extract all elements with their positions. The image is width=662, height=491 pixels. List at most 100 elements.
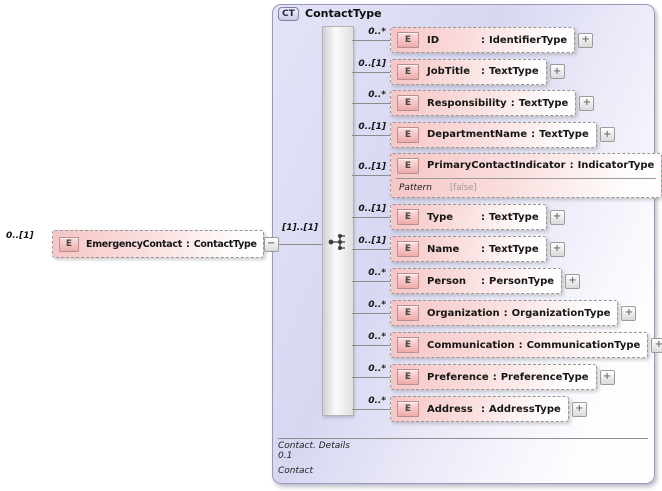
root-element-row: E EmergencyContact : ContactType −	[52, 230, 322, 258]
element-name: ID	[427, 34, 440, 46]
expand-icon[interactable]: +	[599, 127, 615, 142]
element-type: TextType	[518, 97, 569, 109]
expand-icon[interactable]: +	[579, 95, 595, 111]
cardinality-label: 0..*	[368, 27, 386, 37]
expand-icon[interactable]: +	[549, 241, 565, 257]
element-type: PreferenceType	[500, 371, 589, 383]
element-type: AddressType	[489, 403, 561, 415]
element-badge-icon: E	[397, 241, 419, 257]
footer-annotation: Contact. Details	[278, 441, 350, 451]
cardinality-label: 0..*	[368, 300, 386, 310]
element-row: 0..[1] E PrimaryContactIndicator:Indicator…	[352, 152, 662, 198]
type-separator: :	[481, 211, 485, 223]
complex-type-badge: CT	[278, 7, 299, 21]
expand-icon[interactable]: +	[565, 273, 581, 289]
element-badge-icon: E	[397, 157, 419, 174]
element-badge-icon: E	[397, 63, 419, 80]
connector-line	[352, 409, 390, 410]
element-name: Type	[427, 211, 454, 223]
cardinality-label: 0..*	[368, 364, 386, 374]
expand-icon[interactable]: +	[549, 209, 565, 225]
element-name: DepartmentName	[427, 129, 528, 140]
cardinality-label: 0..*	[368, 332, 386, 342]
connector-line	[352, 134, 390, 136]
connector-line	[352, 281, 390, 282]
type-separator: :	[481, 403, 485, 415]
connector-line	[352, 71, 390, 73]
cardinality-label: 0..*	[368, 396, 386, 406]
pattern-value: [false]	[449, 182, 477, 193]
element-type: TextType	[489, 243, 539, 255]
root-element-box[interactable]: E EmergencyContact : ContactType	[52, 230, 264, 258]
element-type: IndicatorType	[577, 160, 655, 171]
collapse-icon[interactable]: −	[263, 236, 279, 252]
cardinality-label: 0..[1]	[358, 121, 386, 132]
type-separator: :	[569, 160, 574, 171]
element-badge-icon: E	[59, 236, 79, 252]
element-badge-icon: E	[397, 401, 419, 417]
element-name: JobTitle	[427, 66, 470, 77]
connector-line	[352, 345, 390, 346]
expand-icon[interactable]: +	[578, 32, 594, 48]
connector-line	[352, 40, 390, 41]
footer-divider	[278, 438, 648, 439]
element-type: ContactType	[193, 238, 257, 250]
element-badge-icon: E	[397, 369, 419, 385]
element-name: EmergencyContact	[86, 238, 182, 250]
footer-name: Contact	[278, 466, 314, 476]
element-type: OrganizationType	[511, 307, 611, 319]
expand-icon[interactable]: +	[621, 305, 637, 321]
connector-line	[352, 377, 390, 378]
type-separator: :	[481, 243, 485, 255]
element-type: PersonType	[489, 275, 555, 287]
element-badge-icon: E	[397, 95, 419, 111]
type-separator: :	[481, 275, 485, 287]
element-type: IdentifierType	[489, 34, 568, 46]
type-separator: :	[185, 238, 190, 250]
type-separator: :	[503, 307, 508, 319]
sequence-icon[interactable]	[327, 231, 349, 253]
type-separator: :	[518, 339, 523, 351]
connector-line	[278, 243, 322, 245]
type-separator: :	[481, 34, 485, 46]
expand-icon[interactable]: +	[599, 369, 615, 385]
element-name: PrimaryContactIndicator	[427, 160, 566, 171]
cardinality-label: 0..[1]	[358, 162, 386, 172]
cardinality-label: 0..*	[368, 90, 386, 100]
connector-line	[352, 313, 390, 314]
element-badge-icon: E	[397, 337, 419, 353]
sequence-bar	[322, 26, 354, 416]
cardinality-label: 0..*	[368, 268, 386, 278]
cardinality-label: 0..[1]	[358, 204, 386, 214]
type-separator: :	[531, 129, 536, 140]
root-cardinality-label: 0..[1]	[6, 231, 34, 241]
facet-divider	[396, 177, 657, 179]
sequence-cardinality-label: [1]..[1]	[282, 223, 318, 233]
expand-icon[interactable]: +	[571, 401, 587, 417]
element-name: Communication	[427, 339, 515, 351]
expand-icon[interactable]: +	[549, 64, 565, 79]
connector-line	[352, 175, 390, 176]
expand-icon[interactable]: +	[651, 337, 662, 353]
